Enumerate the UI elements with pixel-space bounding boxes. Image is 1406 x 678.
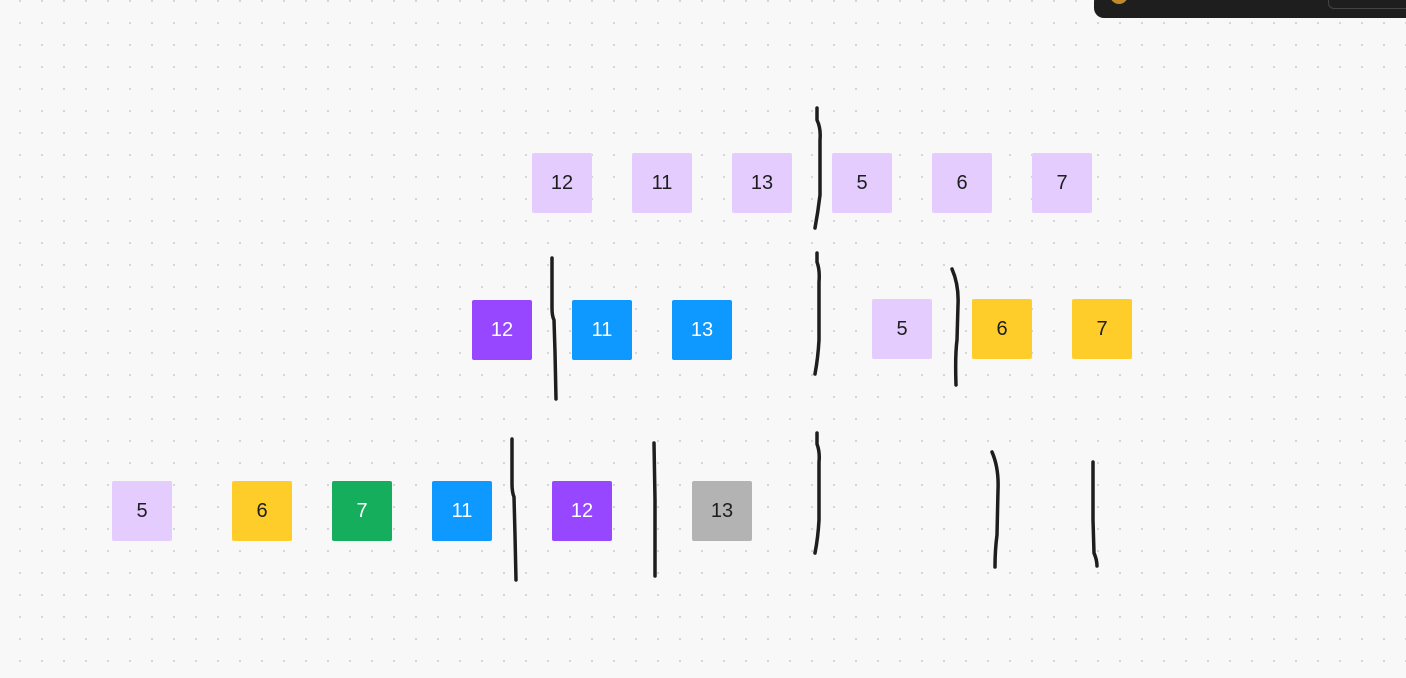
divider-stroke[interactable] [813,431,821,555]
divider-stroke[interactable] [813,106,822,230]
sticky-note[interactable]: 6 [932,153,992,213]
user-avatar-icon[interactable] [1110,0,1128,4]
sticky-note[interactable]: 12 [532,153,592,213]
sticky-note[interactable]: 13 [672,300,732,360]
divider-stroke[interactable] [550,256,558,401]
sticky-note[interactable]: 13 [732,153,792,213]
sticky-note[interactable]: 7 [332,481,392,541]
sticky-note[interactable]: 11 [432,481,492,541]
toolbar-button[interactable] [1328,0,1406,9]
sticky-note[interactable]: 5 [832,153,892,213]
divider-stroke[interactable] [990,450,1000,569]
divider-stroke[interactable] [1091,460,1099,568]
divider-stroke[interactable] [950,267,960,387]
sticky-note[interactable]: 7 [1072,299,1132,359]
sticky-note[interactable]: 5 [112,481,172,541]
divider-stroke[interactable] [652,441,657,578]
sticky-note[interactable]: 13 [692,481,752,541]
sticky-note[interactable]: 5 [872,299,932,359]
sticky-note[interactable]: 6 [232,481,292,541]
sticky-note[interactable]: 12 [472,300,532,360]
sticky-note[interactable]: 11 [572,300,632,360]
divider-stroke[interactable] [813,251,821,376]
sticky-note[interactable]: 12 [552,481,612,541]
sticky-note[interactable]: 7 [1032,153,1092,213]
sticky-note[interactable]: 11 [632,153,692,213]
top-right-toolbar [1094,0,1406,18]
divider-stroke[interactable] [510,437,518,582]
sticky-note[interactable]: 6 [972,299,1032,359]
